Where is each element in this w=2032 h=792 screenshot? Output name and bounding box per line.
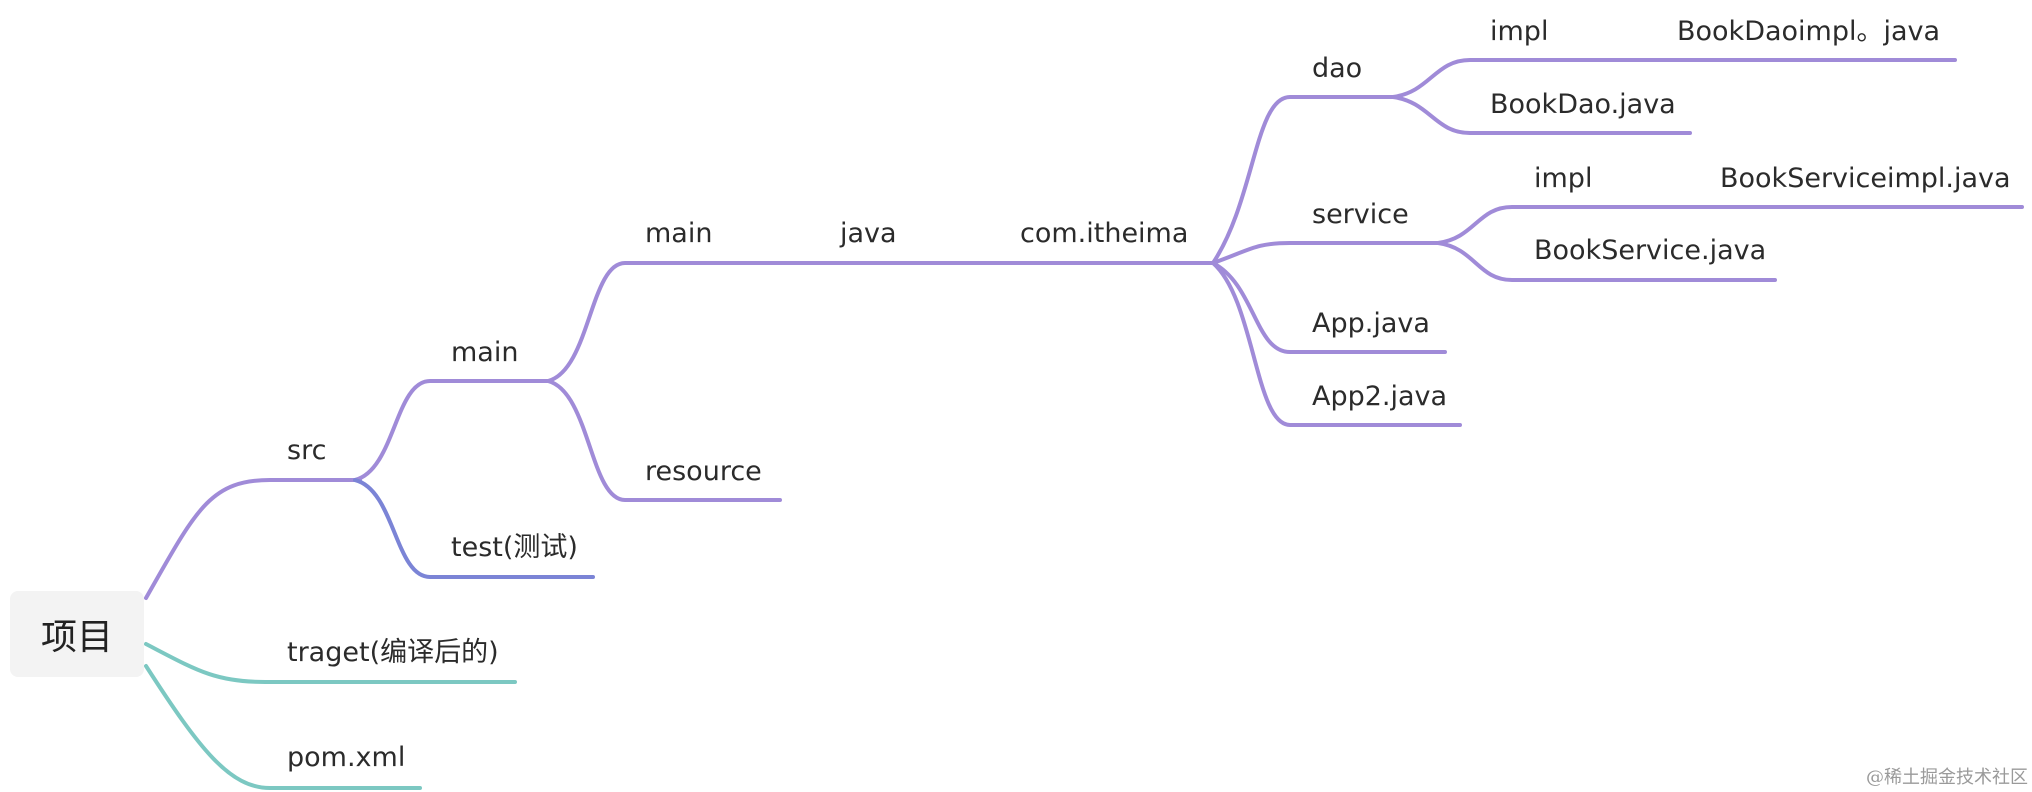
node-dao[interactable]: dao bbox=[1312, 53, 1363, 84]
node-book-dao[interactable]: BookDao.java bbox=[1490, 89, 1676, 120]
node-app[interactable]: App.java bbox=[1312, 308, 1430, 339]
node-pom[interactable]: pom.xml bbox=[287, 742, 406, 773]
connector-root-target bbox=[144, 642, 517, 684]
connector-service-impl bbox=[1436, 205, 2024, 245]
connector-root-src bbox=[144, 478, 362, 600]
node-resource[interactable]: resource bbox=[645, 456, 762, 487]
node-target[interactable]: traget(编译后的) bbox=[287, 637, 499, 668]
node-app2[interactable]: App2.java bbox=[1312, 381, 1448, 412]
root-node[interactable] bbox=[10, 591, 144, 677]
node-package[interactable]: com.itheima bbox=[1020, 218, 1189, 249]
connector-package-app bbox=[1211, 261, 1447, 354]
node-main-2[interactable]: main bbox=[645, 218, 713, 249]
root-label: 项目 bbox=[40, 617, 113, 658]
connector-main-resource bbox=[546, 379, 782, 502]
node-src[interactable]: src bbox=[287, 435, 327, 466]
node-book-dao-impl[interactable]: BookDaoimpl。java bbox=[1677, 16, 1941, 47]
node-java[interactable]: java bbox=[840, 218, 897, 249]
watermark: @稀土掘金技术社区 bbox=[1866, 767, 2028, 788]
connector-package-app2 bbox=[1211, 261, 1462, 427]
connector-dao-impl bbox=[1391, 58, 1957, 99]
connector-service-bookservice bbox=[1436, 241, 1777, 282]
connector-src-main bbox=[353, 379, 552, 482]
node-book-service-impl[interactable]: BookServiceimpl.java bbox=[1720, 163, 2011, 194]
node-dao-impl[interactable]: impl bbox=[1490, 16, 1549, 47]
connector-package-service bbox=[1211, 241, 1442, 265]
connector-src-test bbox=[353, 478, 595, 579]
node-service-impl[interactable]: impl bbox=[1534, 163, 1593, 194]
connector-main-main bbox=[546, 261, 1217, 383]
connector-package-dao bbox=[1211, 95, 1397, 265]
node-service[interactable]: service bbox=[1312, 199, 1409, 230]
node-main-1[interactable]: main bbox=[451, 337, 519, 368]
connector-dao-bookdao bbox=[1391, 95, 1692, 135]
node-book-service[interactable]: BookService.java bbox=[1534, 235, 1767, 266]
node-test[interactable]: test(测试) bbox=[451, 532, 578, 563]
connector-root-pom bbox=[144, 664, 422, 790]
